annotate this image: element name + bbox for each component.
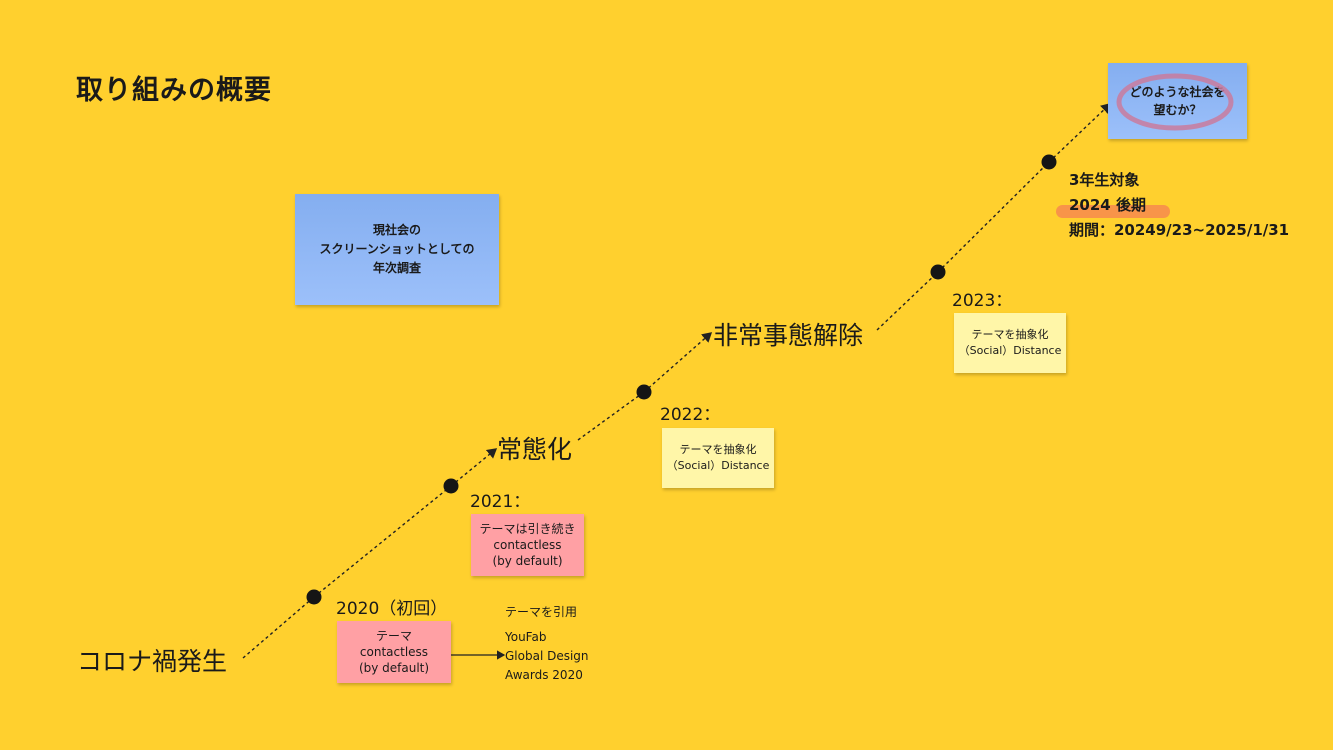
dot-2020 [306, 589, 322, 605]
milestone-corona: コロナ禍発生 [77, 647, 228, 676]
note-2020-line-3: (by default) [358, 661, 430, 675]
current-term: 2024 後期 [1069, 196, 1146, 214]
timeline-segment-4 [577, 391, 645, 441]
reference-text: テーマを引用 YouFab Global Design Awards 2020 [505, 603, 589, 685]
reference-line-2: Global Design [505, 649, 589, 663]
question-note-line-2: 望むか？ [1153, 103, 1202, 117]
question-note-line-1: どのような社会を [1129, 85, 1226, 99]
question-highlight-circle [1116, 73, 1234, 131]
term-underline-highlight [1056, 205, 1170, 218]
milestone-normalization: 常態化 [497, 435, 573, 464]
timeline-segment-1 [242, 596, 315, 659]
overview-note-line-3: 年次調査 [372, 261, 421, 275]
overview-note-line-1: 現社会の [372, 223, 421, 237]
note-2020[interactable]: テーマ contactless (by default) [337, 621, 451, 683]
year-2021: 2021： [470, 492, 531, 512]
year-2023: 2023： [952, 291, 1013, 311]
reference-heading: テーマを引用 [505, 605, 578, 619]
dot-2022 [636, 384, 652, 400]
note-2023-line-1: テーマを抽象化 [971, 328, 1049, 341]
reference-line-1: YouFab [505, 630, 547, 644]
reference-line-3: Awards 2020 [505, 668, 583, 682]
dot-2021 [443, 478, 459, 494]
milestone-lifting: 非常事態解除 [713, 321, 864, 350]
timeline-segment-8 [1048, 103, 1112, 163]
overview-note[interactable]: 現社会の スクリーンショットとしての 年次調査 [295, 194, 499, 305]
timeline-segment-6 [876, 271, 939, 331]
current-target: 3年生対象 [1069, 171, 1140, 189]
timeline-segment-3 [450, 448, 498, 487]
note-2022[interactable]: テーマを抽象化 （Social）Distance [662, 428, 774, 488]
current-info: 3年生対象 2024 後期 期間：20249/23~2025/1/31 [1069, 168, 1289, 243]
note-2022-line-1: テーマを抽象化 [679, 443, 757, 456]
current-period: 期間：20249/23~2025/1/31 [1069, 221, 1290, 239]
note-2021-line-2: contactless [493, 538, 562, 552]
note-2020-line-1: テーマ [375, 629, 412, 643]
overview-note-line-2: スクリーンショットとしての [319, 242, 475, 256]
note-2021-line-3: (by default) [492, 554, 563, 568]
note-2021[interactable]: テーマは引き続き contactless (by default) [471, 514, 584, 576]
note-2020-line-2: contactless [359, 645, 429, 659]
note-2023[interactable]: テーマを抽象化 （Social）Distance [954, 313, 1066, 373]
timeline-segment-7 [937, 161, 1050, 273]
page-title: 取り組みの概要 [76, 75, 272, 106]
note-2021-line-1: テーマは引き続き [479, 522, 576, 536]
year-2022: 2022： [660, 405, 721, 425]
year-2020: 2020（初回） [336, 599, 448, 619]
note-2023-line-2: （Social）Distance [958, 344, 1062, 357]
dot-2024 [1041, 154, 1057, 170]
timeline-segment-2 [313, 485, 452, 598]
note-2022-line-2: （Social）Distance [666, 459, 770, 472]
dot-2023 [930, 264, 946, 280]
timeline-segment-5 [643, 332, 713, 393]
